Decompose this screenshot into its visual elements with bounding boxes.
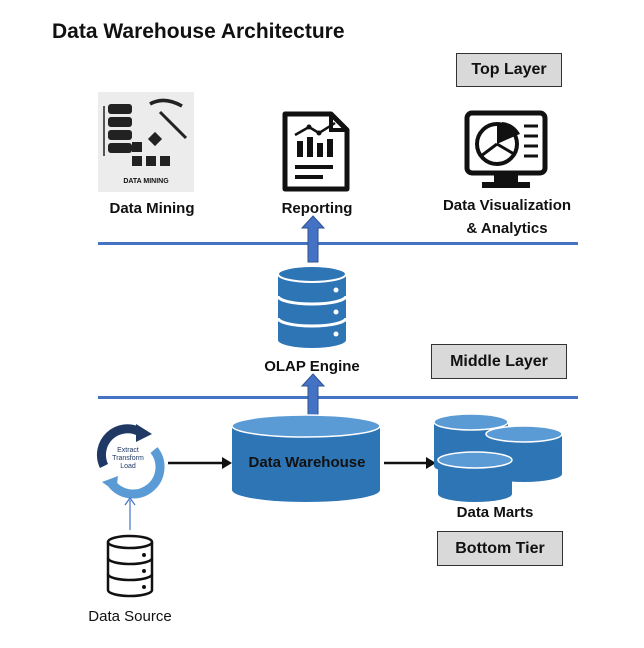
olap-engine-icon	[276, 265, 348, 348]
middle-divider-line	[98, 396, 578, 399]
data-marts-label: Data Marts	[456, 504, 534, 521]
olap-engine-label: OLAP Engine	[264, 358, 360, 375]
data-source-label: Data Source	[88, 608, 172, 625]
data-mining-icon	[98, 92, 194, 192]
data-warehouse-label: Data Warehouse	[248, 454, 366, 471]
data-mining-label: Data Mining	[109, 200, 195, 217]
etl-label: Extract Transform Load	[104, 447, 152, 471]
etl-load-label: Load	[120, 463, 136, 470]
visualization-label-line2: & Analytics	[466, 220, 548, 237]
visualization-label-line1: Data Visualization	[442, 197, 572, 214]
data-mining-caption: DATA MINING	[123, 178, 169, 185]
diagram-title: Data Warehouse Architecture	[52, 20, 345, 43]
data-visualization-icon	[464, 110, 548, 188]
etl-cycle-icon	[96, 424, 165, 499]
etl-transform-label: Transform	[112, 455, 144, 462]
middle-layer-badge: Middle Layer	[431, 344, 567, 379]
reporting-label: Reporting	[281, 200, 353, 217]
data-source-icon	[106, 534, 154, 598]
arrow-etl-to-warehouse	[168, 457, 232, 469]
arrow-source-to-etl	[124, 496, 136, 530]
arrow-warehouse-to-marts	[384, 457, 436, 469]
top-layer-badge: Top Layer	[456, 53, 562, 87]
top-divider-line	[98, 242, 578, 245]
etl-extract-label: Extract	[117, 447, 139, 454]
data-marts-icon	[433, 413, 563, 502]
arrow-up-to-reporting	[300, 215, 326, 263]
bottom-tier-badge: Bottom Tier	[437, 531, 563, 566]
data-warehouse-cylinder	[231, 414, 381, 502]
reporting-icon	[282, 111, 350, 192]
arrow-up-to-olap	[300, 373, 326, 419]
